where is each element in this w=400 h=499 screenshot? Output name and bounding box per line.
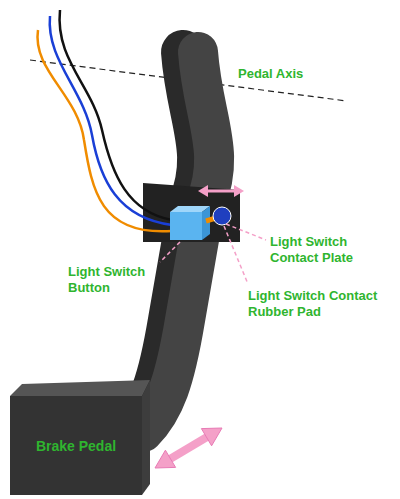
pedal-face: Brake Pedal bbox=[10, 396, 142, 495]
leader-line bbox=[226, 224, 266, 240]
part-label: Light Switch Contact Plate bbox=[270, 234, 382, 266]
motion-arrow-head bbox=[201, 428, 222, 446]
pedal-side-face bbox=[142, 380, 150, 495]
motion-arrow-shaft bbox=[206, 190, 236, 193]
part-label: Light Switch Contact Rubber Pad bbox=[248, 288, 396, 320]
leader-line bbox=[224, 226, 248, 284]
rubber-pad bbox=[213, 207, 231, 225]
wire-blue bbox=[50, 16, 172, 225]
node-text: Brake Pedal bbox=[36, 438, 116, 454]
switch-side bbox=[202, 206, 210, 240]
pedal-top-face bbox=[10, 380, 150, 396]
wire-orange bbox=[37, 30, 172, 231]
leader-line bbox=[160, 242, 180, 262]
contact-plate bbox=[143, 183, 240, 242]
motion-arrow-head bbox=[155, 450, 176, 468]
part-label: Light Switch Button bbox=[68, 264, 164, 296]
light-switch-button bbox=[170, 212, 202, 240]
motion-arrow-shaft bbox=[170, 437, 207, 459]
motion-arrow-head bbox=[234, 185, 244, 197]
part-label: Pedal Axis bbox=[238, 66, 358, 82]
motion-arrow-head bbox=[198, 185, 208, 197]
